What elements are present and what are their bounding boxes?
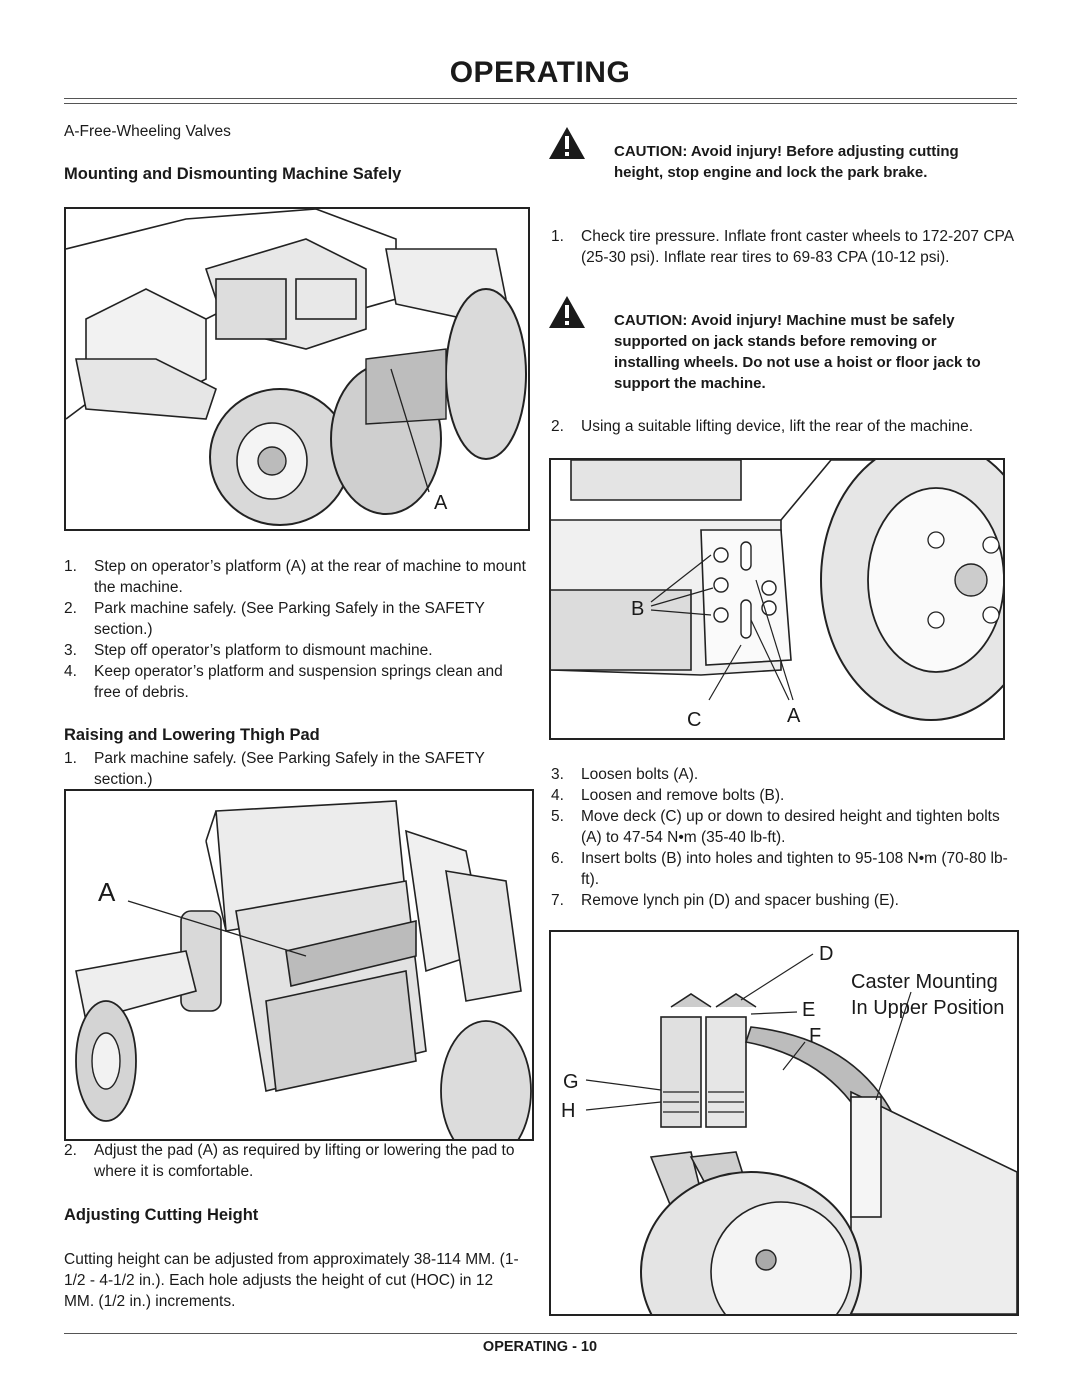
page-number: OPERATING - 10 — [482, 1339, 598, 1355]
title-rule-bottom — [64, 103, 1017, 104]
list-item: 2.Park machine safely. (See Parking Safe… — [64, 600, 485, 638]
tire-pressure-step: 1.Check tire pressure. Inflate front cas… — [551, 226, 1017, 268]
list-item: 2.Adjust the pad (A) as required by lift… — [64, 1142, 515, 1180]
cutting-height-heading: Adjusting Cutting Height — [64, 1206, 259, 1224]
cutting-height-text: Cutting height can be adjusted from appr… — [64, 1251, 519, 1310]
list-item: 3.Step off operator’s platform to dismou… — [64, 642, 433, 659]
warning-icon — [549, 127, 585, 159]
list-item: 4.Loosen and remove bolts (B). — [551, 787, 785, 804]
footer-rule — [64, 1333, 1017, 1334]
list-item: 3.Loosen bolts (A). — [551, 766, 699, 783]
list-item: 1.Step on operator’s platform (A) at the… — [64, 558, 526, 596]
list-item: 1.Check tire pressure. Inflate front cas… — [551, 228, 1014, 266]
caster-caption-line2: In Upper Position — [851, 997, 1004, 1019]
platform-label-a: A — [434, 492, 448, 514]
title-rule-top — [64, 98, 1017, 99]
page-title: OPERATING — [449, 56, 631, 89]
mounting-steps: 1.Step on operator’s platform (A) at the… — [64, 556, 530, 703]
warning-icon — [549, 296, 585, 328]
bolts-figure: B C A — [549, 458, 1005, 740]
list-item: 2.Using a suitable lifting device, lift … — [551, 418, 974, 435]
thigh-pad-label-a: A — [98, 877, 116, 907]
list-item: 4.Keep operator’s platform and suspensio… — [64, 663, 503, 701]
bolts-label-c: C — [687, 709, 701, 731]
bolts-label-a: A — [787, 705, 801, 727]
bolts-label-b: B — [631, 598, 644, 620]
caster-label-e: E — [802, 999, 815, 1021]
caution-cutting-height: CAUTION: Avoid injury! Before adjusting … — [614, 143, 959, 181]
caster-label-h: H — [561, 1100, 575, 1122]
caster-label-d: D — [819, 943, 833, 965]
thigh-pad-steps: 1.Park machine safely. (See Parking Safe… — [64, 748, 530, 790]
list-item: 6.Insert bolts (B) into holes and tighte… — [551, 850, 1008, 888]
caster-caption-line1: Caster Mounting — [851, 971, 998, 993]
caster-label-f: F — [809, 1025, 821, 1047]
caster-label-g: G — [563, 1071, 579, 1093]
thigh-pad-heading: Raising and Lowering Thigh Pad — [64, 726, 320, 744]
thigh-pad-figure: A — [64, 789, 534, 1141]
list-item: 5.Move deck (C) up or down to desired he… — [551, 808, 1000, 846]
caster-figure: D E F G H Caster Mounting In Upper Posit… — [549, 930, 1019, 1316]
thigh-pad-steps-after: 2.Adjust the pad (A) as required by lift… — [64, 1140, 530, 1182]
lifting-step: 2.Using a suitable lifting device, lift … — [551, 416, 1017, 437]
mounting-heading: Mounting and Dismounting Machine Safely — [64, 165, 402, 183]
list-item: 1.Park machine safely. (See Parking Safe… — [64, 750, 485, 788]
caution-jack-stands: CAUTION: Avoid injury! Machine must be s… — [614, 312, 981, 392]
valve-caption: A-Free-Wheeling Valves — [64, 123, 231, 140]
list-item: 7.Remove lynch pin (D) and spacer bushin… — [551, 892, 899, 909]
bolt-steps: 3.Loosen bolts (A). 4.Loosen and remove … — [551, 764, 1021, 911]
platform-figure: A — [64, 207, 530, 531]
